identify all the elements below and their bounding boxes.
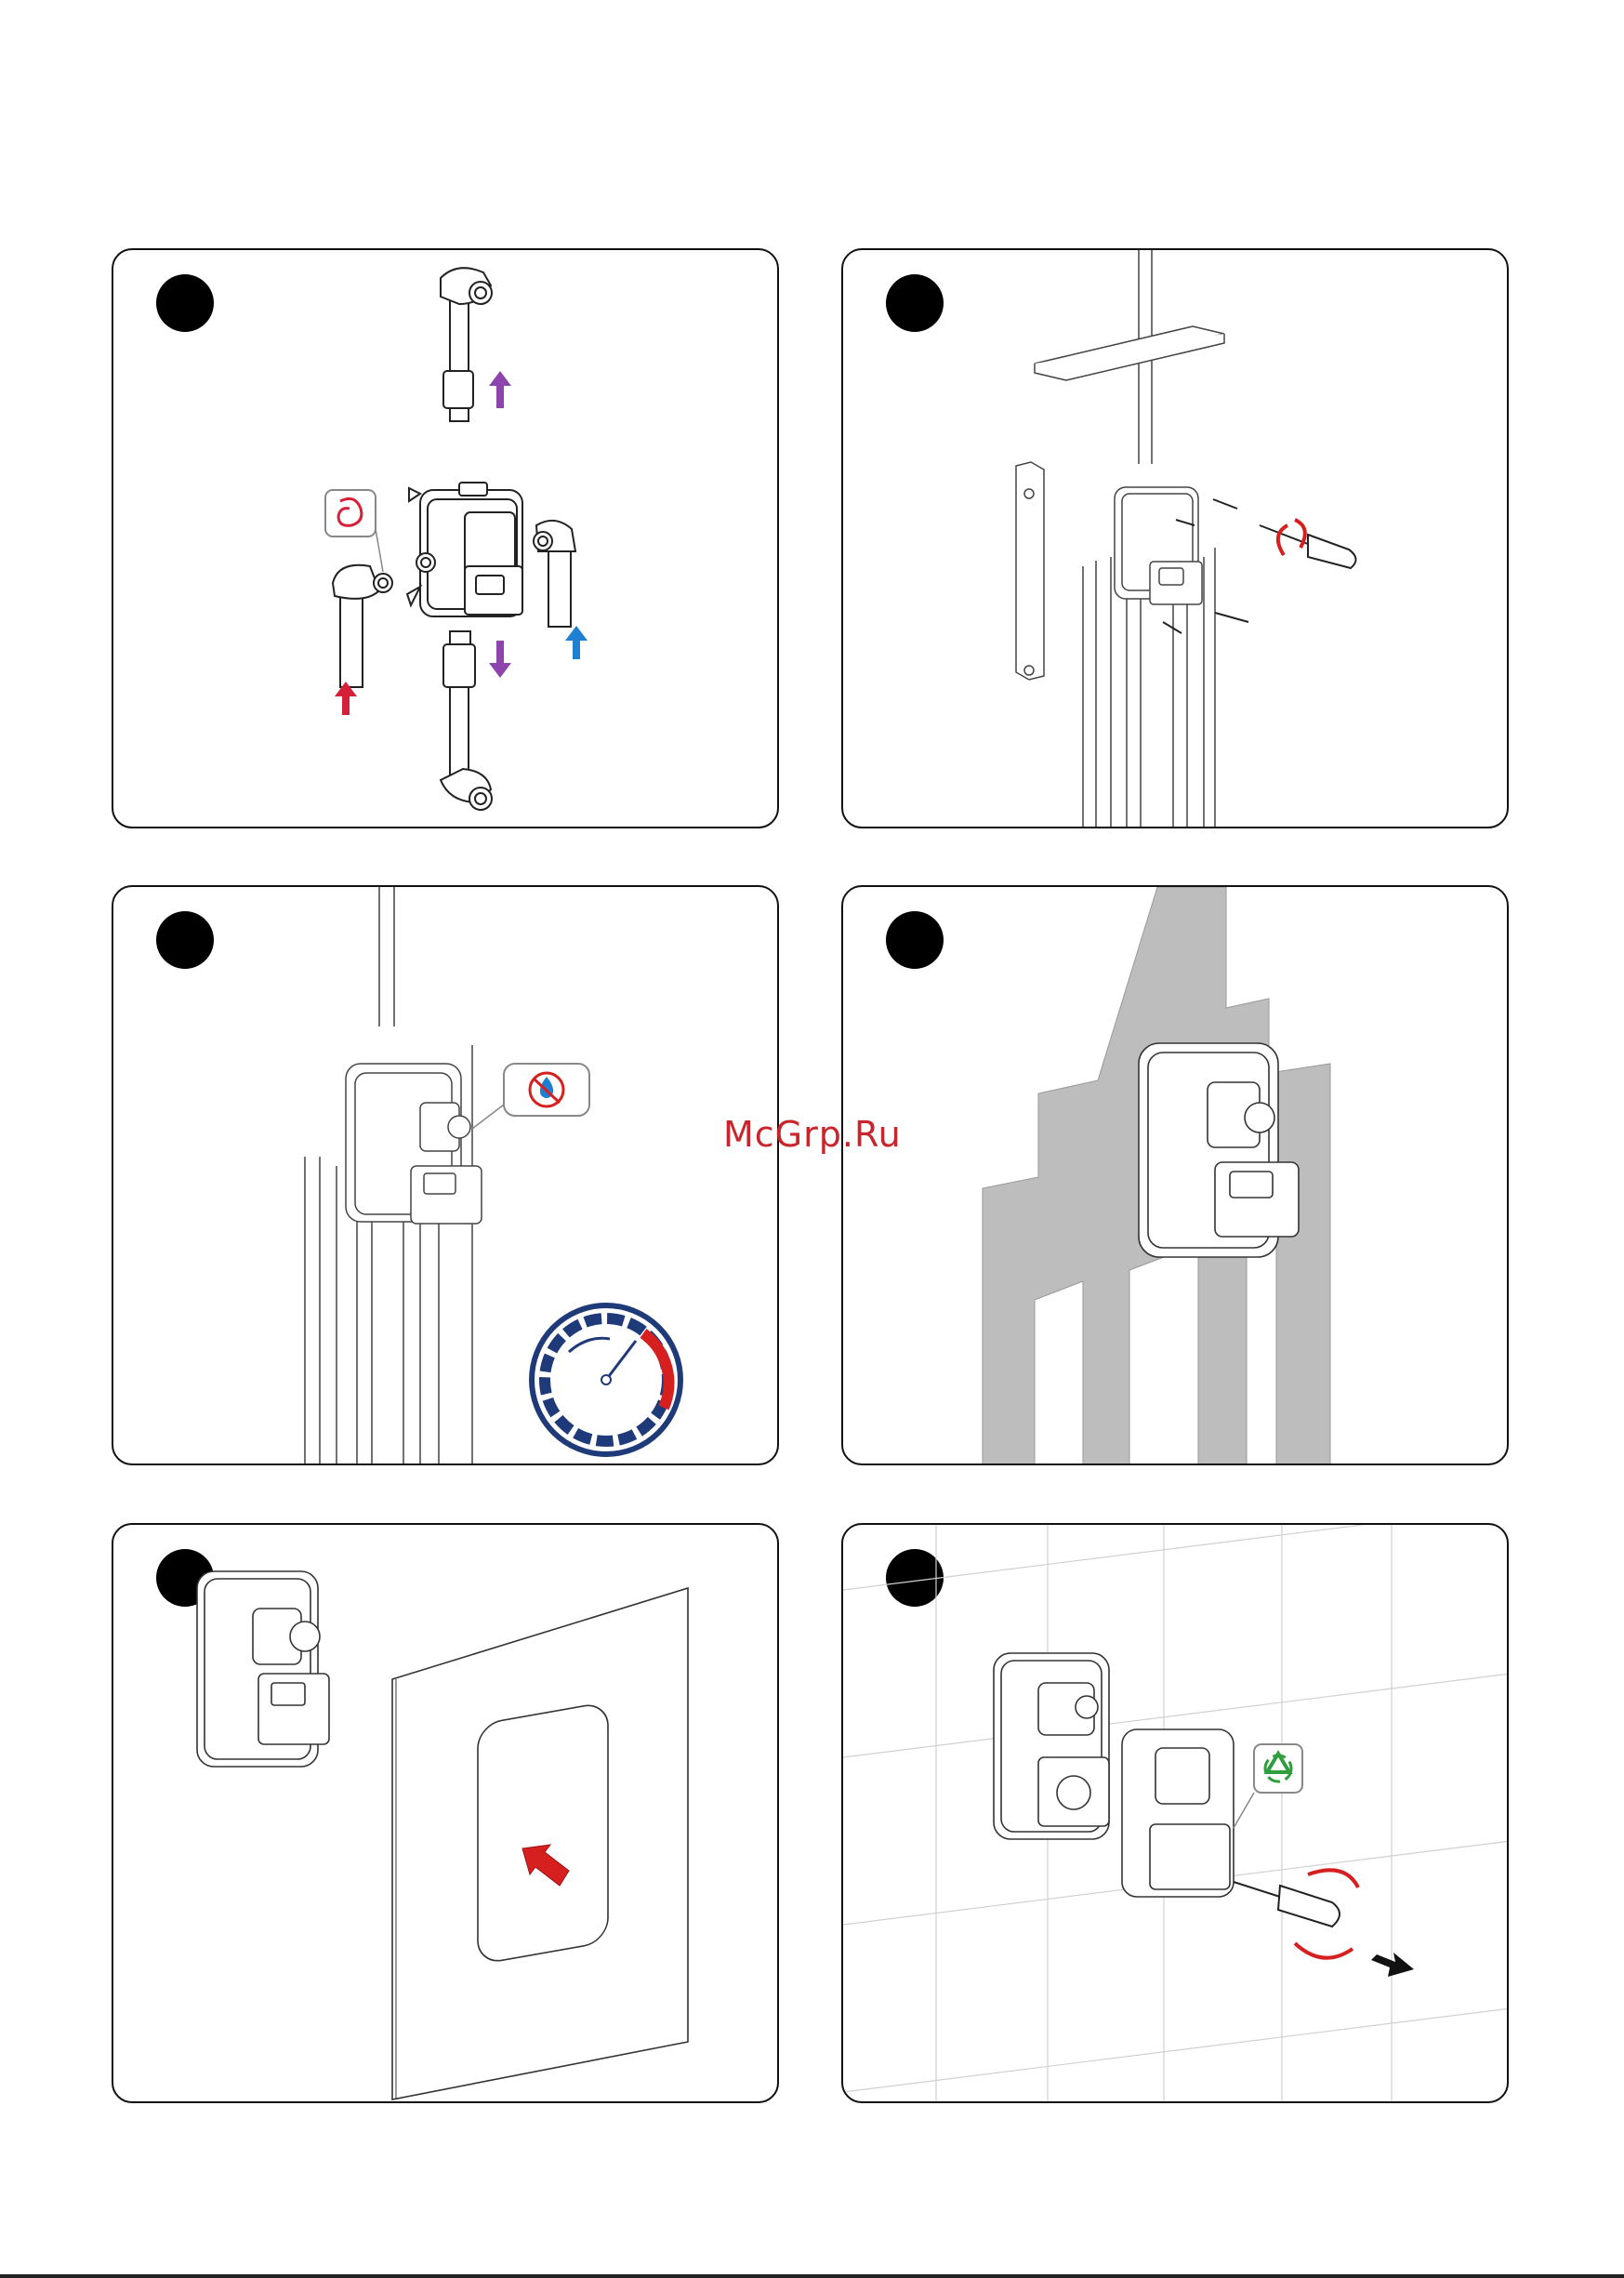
step-1-illustration (113, 250, 779, 828)
bottom-pipe (450, 687, 469, 780)
step-6-illustration (843, 1525, 1509, 2103)
no-water-icon (472, 1064, 589, 1129)
left-pipe (340, 585, 363, 687)
cold-inlet-arrow-icon (565, 626, 588, 659)
screwdriver-icon (1260, 525, 1356, 568)
step-5-illustration (113, 1525, 779, 2103)
pressure-gauge-icon (532, 1305, 680, 1454)
panel-step-2 (841, 248, 1509, 828)
step-2-illustration (843, 250, 1509, 828)
screwdriver-icon (1234, 1882, 1340, 1927)
panel-step-4 (841, 885, 1509, 1465)
sealing-tape-icon (325, 490, 383, 572)
step-3-illustration (113, 887, 779, 1465)
panel-step-5 (112, 1523, 779, 2103)
panel-step-3 (112, 885, 779, 1465)
panel-step-6 (841, 1523, 1509, 2103)
arrow-up-icon (489, 371, 511, 408)
pull-arrow-icon (1371, 1953, 1414, 1977)
page-bottom-rule (0, 2274, 1624, 2278)
panel-step-1 (112, 248, 779, 828)
watermark-text: McGrp.Ru (723, 1114, 902, 1155)
arrow-down-icon (489, 641, 511, 678)
recycle-icon (1234, 1744, 1302, 1828)
step-4-illustration (843, 887, 1509, 1465)
